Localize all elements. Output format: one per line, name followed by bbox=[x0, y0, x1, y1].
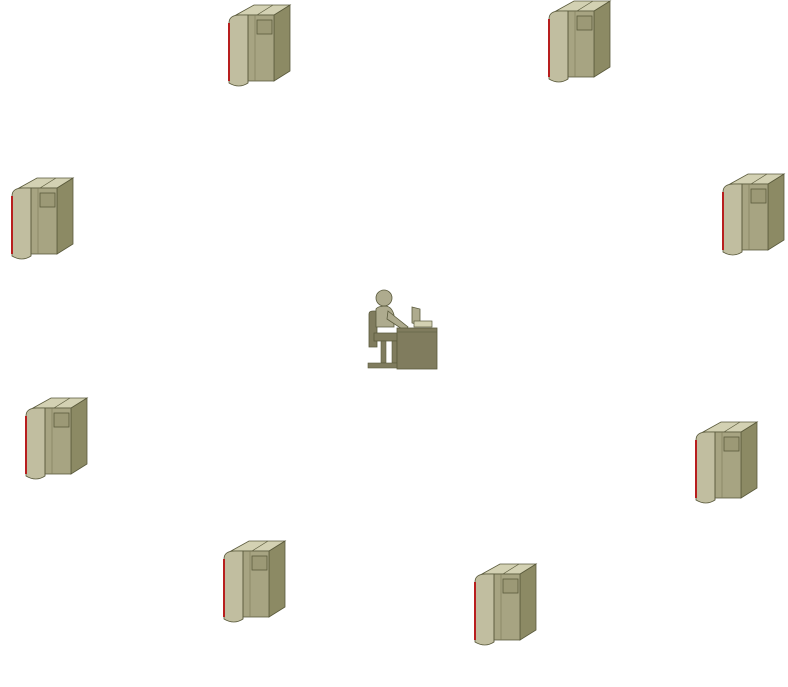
server-tower-icon bbox=[472, 562, 538, 646]
person-at-workstation-icon bbox=[364, 287, 438, 371]
server-tower-icon bbox=[9, 176, 75, 260]
server-tower-icon bbox=[23, 396, 89, 480]
server-tower-icon bbox=[226, 3, 292, 87]
server-tower-icon bbox=[546, 0, 612, 83]
server-tower-icon bbox=[693, 420, 759, 504]
server-tower-icon bbox=[221, 539, 287, 623]
server-tower-icon bbox=[720, 172, 786, 256]
